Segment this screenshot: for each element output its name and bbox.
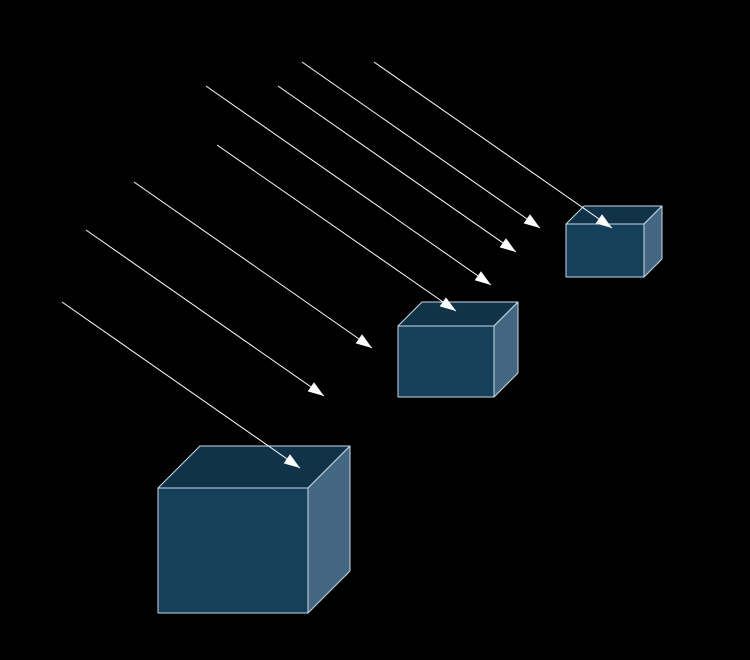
large-box xyxy=(157,445,351,614)
arrow xyxy=(277,85,517,253)
arrow xyxy=(61,301,301,469)
medium-box xyxy=(397,301,519,398)
arrow-shaft xyxy=(205,85,492,286)
small-box-front-face xyxy=(565,223,645,278)
large-box-side-face xyxy=(307,445,351,614)
arrow-head xyxy=(523,214,540,228)
large-box-front-face xyxy=(157,487,309,614)
arrow-shaft xyxy=(85,229,325,397)
arrow-shaft xyxy=(216,144,457,312)
medium-box-side-face xyxy=(493,301,519,398)
arrow-shaft xyxy=(133,181,373,349)
small-box xyxy=(565,205,663,278)
arrow xyxy=(205,85,492,286)
arrow-head xyxy=(439,297,456,311)
arrow xyxy=(133,181,373,349)
arrow-shaft xyxy=(301,61,541,229)
arrow-head xyxy=(499,238,516,252)
arrow xyxy=(373,61,613,229)
arrows-group xyxy=(61,61,613,469)
small-box-side-face xyxy=(643,205,663,278)
arrow-shaft xyxy=(277,85,517,253)
arrow-head xyxy=(595,214,612,228)
arrow-head xyxy=(283,454,300,468)
arrow-shaft xyxy=(373,61,613,229)
arrow-shaft xyxy=(61,301,301,469)
medium-box-front-face xyxy=(397,325,495,398)
arrow-head xyxy=(474,271,491,285)
arrow-head xyxy=(355,334,372,348)
arrow xyxy=(216,144,457,312)
arrow xyxy=(301,61,541,229)
arrow-head xyxy=(307,382,324,396)
arrow xyxy=(85,229,325,397)
